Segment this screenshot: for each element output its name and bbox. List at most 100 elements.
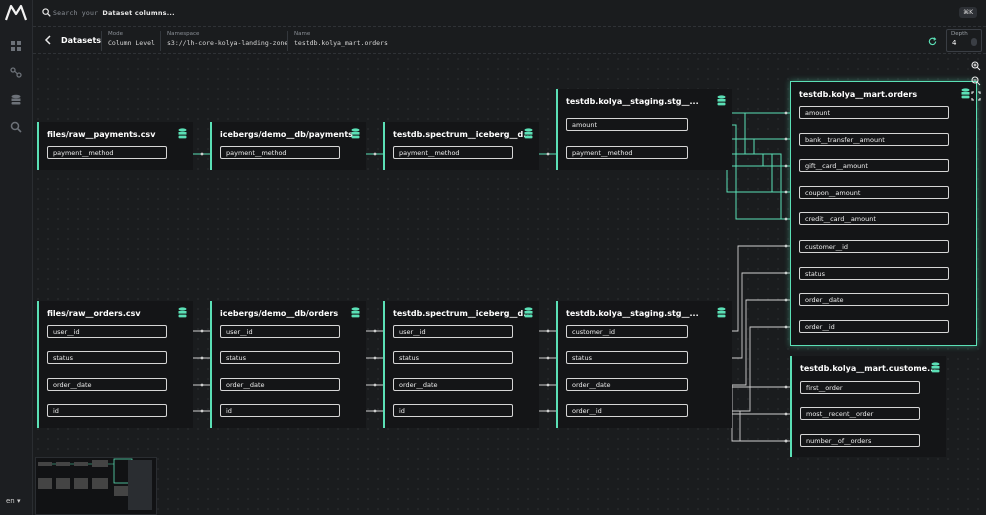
database-icon (931, 362, 940, 373)
selected-dataset-node[interactable]: testdb.kolya__mart.orders amount bank__t… (790, 81, 977, 346)
edge-handle (373, 329, 377, 333)
column-field[interactable]: customer__id (566, 325, 688, 338)
dataset-node[interactable]: testdb.spectrum__iceberg__d... payment__… (383, 122, 539, 170)
edge-handle (373, 409, 377, 413)
column-field[interactable]: payment__method (566, 146, 688, 159)
column-field[interactable]: order__date (220, 378, 340, 391)
edge (688, 153, 798, 220)
edge-handle (373, 383, 377, 387)
column-field[interactable]: status (47, 351, 167, 364)
database-icon (351, 128, 360, 139)
edge-handle (546, 329, 550, 333)
column-field[interactable]: order__date (566, 378, 688, 391)
dataset-node[interactable]: icebergs/demo__db/payments payment__meth… (210, 122, 366, 170)
database-icon (717, 307, 726, 318)
zoom-out-icon[interactable] (971, 76, 981, 86)
database-icon (717, 95, 726, 106)
back-arrow-icon[interactable] (44, 35, 52, 45)
refresh-icon[interactable] (928, 37, 937, 46)
column-field[interactable]: gift__card__amount (799, 159, 949, 172)
divider (160, 31, 161, 51)
column-field[interactable]: status (566, 351, 688, 364)
node-title: testdb.kolya__staging.stg__... (566, 309, 699, 318)
zoom-in-icon[interactable] (971, 61, 981, 71)
column-field[interactable]: order__date (799, 293, 949, 306)
column-field[interactable]: order__id (566, 404, 688, 417)
column-field[interactable]: user__id (393, 325, 513, 338)
depth-input[interactable]: Depth 4 (946, 29, 982, 52)
column-field[interactable]: id (220, 404, 340, 417)
lineage-icon[interactable] (10, 67, 22, 79)
column-field[interactable]: customer__id (799, 240, 949, 253)
top-search-bar: Search your Dataset columns... ⌘K (33, 0, 986, 27)
column-field[interactable]: status (220, 351, 340, 364)
edge-handle (546, 383, 550, 387)
database-icon (961, 88, 970, 99)
column-field[interactable]: most__recent__order (800, 407, 920, 420)
database-icon (351, 307, 360, 318)
column-field[interactable]: credit__card__amount (799, 212, 949, 225)
column-field[interactable]: status (393, 351, 513, 364)
edge-handle (784, 190, 788, 194)
column-field[interactable]: status (799, 267, 949, 280)
dataset-node[interactable]: testdb.kolya__staging.stg__... customer_… (556, 301, 732, 428)
database-icon (178, 128, 187, 139)
column-field[interactable]: number__of__orders (800, 434, 920, 447)
node-title: testdb.kolya__mart.orders (799, 90, 918, 99)
column-field[interactable]: payment__method (220, 146, 340, 159)
dataset-node[interactable]: icebergs/demo__db/orders user__id status… (210, 301, 366, 428)
edge-handle (373, 356, 377, 360)
column-field[interactable]: id (47, 404, 167, 417)
column-field[interactable]: bank__transfer__amount (799, 133, 949, 146)
edge-handle (200, 383, 204, 387)
dataset-node[interactable]: testdb.kolya__staging.stg__... amount pa… (556, 89, 732, 170)
database-icon (524, 128, 533, 139)
column-field[interactable]: user__id (47, 325, 167, 338)
edge-handle (200, 152, 204, 156)
app-logo[interactable] (5, 3, 27, 21)
column-field[interactable]: payment__method (47, 146, 167, 159)
edge-handle (784, 271, 788, 275)
column-field[interactable]: id (393, 404, 513, 417)
fit-view-icon[interactable] (971, 91, 981, 101)
search-input[interactable]: Search your Dataset columns... (53, 9, 175, 17)
dataset-node[interactable]: testdb.spectrum__iceberg__d... user__id … (383, 301, 539, 428)
column-field[interactable]: amount (799, 106, 949, 119)
language-selector[interactable]: en ▾ (6, 497, 21, 505)
edge-handle (784, 164, 788, 168)
node-title: testdb.spectrum__iceberg__d... (393, 309, 533, 318)
column-field[interactable]: user__id (220, 325, 340, 338)
depth-stepper[interactable] (971, 38, 977, 46)
back-to-datasets-link[interactable]: Datasets (61, 36, 102, 45)
database-icon[interactable] (10, 94, 22, 106)
edge-handle (546, 409, 550, 413)
column-field[interactable]: first__order (800, 381, 920, 394)
column-field[interactable]: order__date (393, 378, 513, 391)
dataset-node[interactable]: files/raw__payments.csv payment__method (37, 122, 193, 170)
node-title: testdb.kolya__mart.custome... (800, 364, 937, 373)
dataset-node[interactable]: testdb.kolya__mart.custome... first__ord… (790, 356, 946, 457)
column-field[interactable]: order__id (799, 320, 949, 333)
dataset-node[interactable]: files/raw__orders.csv user__id status or… (37, 301, 193, 428)
edge-handle (200, 409, 204, 413)
node-title: icebergs/demo__db/payments (220, 130, 353, 139)
search-datasets-icon[interactable] (10, 121, 22, 133)
column-field[interactable]: payment__method (393, 146, 513, 159)
node-title: testdb.spectrum__iceberg__d... (393, 130, 533, 139)
column-field[interactable]: coupon__amount (799, 186, 949, 199)
column-field[interactable]: amount (566, 118, 688, 131)
search-shortcut-badge: ⌘K (959, 7, 977, 18)
edge-handle (200, 356, 204, 360)
divider (101, 31, 102, 51)
divider (287, 31, 288, 51)
column-field[interactable]: order__date (47, 378, 167, 391)
edge-handle (784, 325, 788, 329)
database-icon (524, 307, 533, 318)
dashboard-icon[interactable] (10, 40, 22, 52)
minimap[interactable] (35, 457, 157, 515)
node-title: files/raw__orders.csv (47, 309, 141, 318)
